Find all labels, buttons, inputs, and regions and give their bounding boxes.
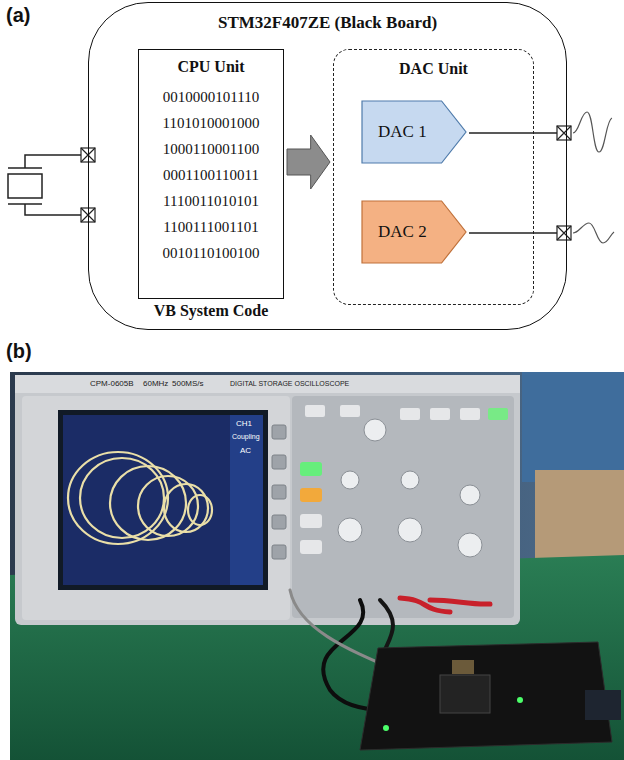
waveform [573, 112, 614, 243]
waveform [573, 223, 614, 243]
control-button [488, 408, 508, 420]
binary-code: 0010000101110 1101010001000 100011000110… [146, 84, 276, 266]
control-knob [341, 471, 359, 489]
oscilloscope-body [292, 396, 514, 618]
control-knob [338, 518, 362, 542]
control-button [305, 405, 325, 417]
softkey [272, 485, 286, 499]
stm32-board [383, 725, 389, 731]
control-button [300, 540, 322, 554]
menu-text: AC [240, 446, 251, 455]
dac-unit-box: DAC 1 DAC 2 DAC Unit [333, 49, 534, 305]
model-text: CPM-0605B [90, 379, 134, 388]
lissajous-trace [80, 458, 164, 538]
board-title: STM32F407ZE (Black Board) [89, 13, 566, 33]
panel-letter: (b) [6, 340, 32, 363]
block-arrow [287, 135, 330, 189]
control-button [430, 408, 450, 420]
oscilloscope-body [15, 375, 520, 625]
photo-background [10, 372, 624, 760]
board-outline: CPU Unit 0010000101110 1101010001000 1000… [88, 2, 567, 330]
oscilloscope-screen [58, 410, 268, 590]
output-wire [469, 232, 557, 233]
control-button [300, 405, 508, 554]
softkey [272, 425, 286, 439]
lissajous-trace [188, 495, 212, 525]
photo-background [522, 372, 624, 482]
spec-text: 500MS/s [172, 379, 204, 388]
control-button [400, 408, 420, 420]
control-button [300, 462, 322, 476]
box-caption: VB System Code [119, 302, 303, 320]
control-knob [398, 518, 422, 542]
oscilloscope-screen [63, 415, 263, 585]
control-knob [458, 533, 482, 557]
softkey [272, 455, 286, 469]
dac-outline [362, 201, 466, 263]
control-knob [401, 471, 419, 489]
waveform [573, 112, 612, 152]
control-knob [338, 419, 482, 557]
oscilloscope-screen [58, 410, 268, 590]
spec-text: 60MHz [143, 379, 168, 388]
control-button [300, 488, 322, 502]
dac-label: DAC 2 [361, 222, 444, 242]
dac-outline [362, 101, 466, 163]
crystal-symbol [25, 204, 82, 215]
photo-background [10, 372, 624, 760]
pin-symbol [557, 226, 571, 240]
output-wire [469, 133, 557, 233]
panel-letter: (a) [6, 4, 30, 27]
menu-text: CH1 [236, 419, 252, 428]
control-knob [460, 485, 480, 505]
softkey [272, 425, 286, 559]
crystal-symbol [8, 155, 82, 215]
crystal-symbol [25, 155, 82, 168]
output-wire [469, 132, 557, 133]
pin-symbol [557, 126, 571, 140]
stm32-board [517, 697, 523, 703]
stm32-board [452, 660, 474, 674]
photo-background [535, 470, 624, 570]
pin-symbol [557, 226, 571, 240]
menu-text: Coupling [232, 433, 260, 440]
oscilloscope-screen [230, 415, 263, 585]
cpu-box: CPU Unit 0010000101110 1101010001000 1000… [138, 49, 284, 299]
probe-cable [430, 600, 490, 604]
control-button [340, 405, 360, 417]
softkey [272, 515, 286, 529]
dac-pentagon: DAC 2 [361, 200, 467, 264]
stm32-board [360, 642, 612, 750]
control-button [300, 514, 322, 528]
oscilloscope-body [22, 396, 290, 620]
stm32-board [360, 642, 621, 750]
control-knob [364, 419, 386, 441]
box-heading: DAC Unit [334, 60, 533, 78]
product-text: DIGITAL STORAGE OSCILLOSCOPE [230, 380, 349, 387]
pin-symbol [81, 126, 571, 240]
oscilloscope-body [15, 375, 520, 393]
pin-symbol [557, 126, 571, 140]
dac-pentagon: DAC 1 [361, 100, 467, 164]
lissajous-trace [68, 452, 212, 544]
softkey [272, 545, 286, 559]
box-heading: CPU Unit [139, 58, 283, 76]
crystal-symbol [8, 174, 42, 198]
stm32-board [585, 690, 621, 720]
oscilloscope-body [15, 375, 520, 625]
stm32-board [440, 675, 490, 713]
dac-label: DAC 1 [361, 122, 444, 142]
control-button [460, 408, 480, 420]
